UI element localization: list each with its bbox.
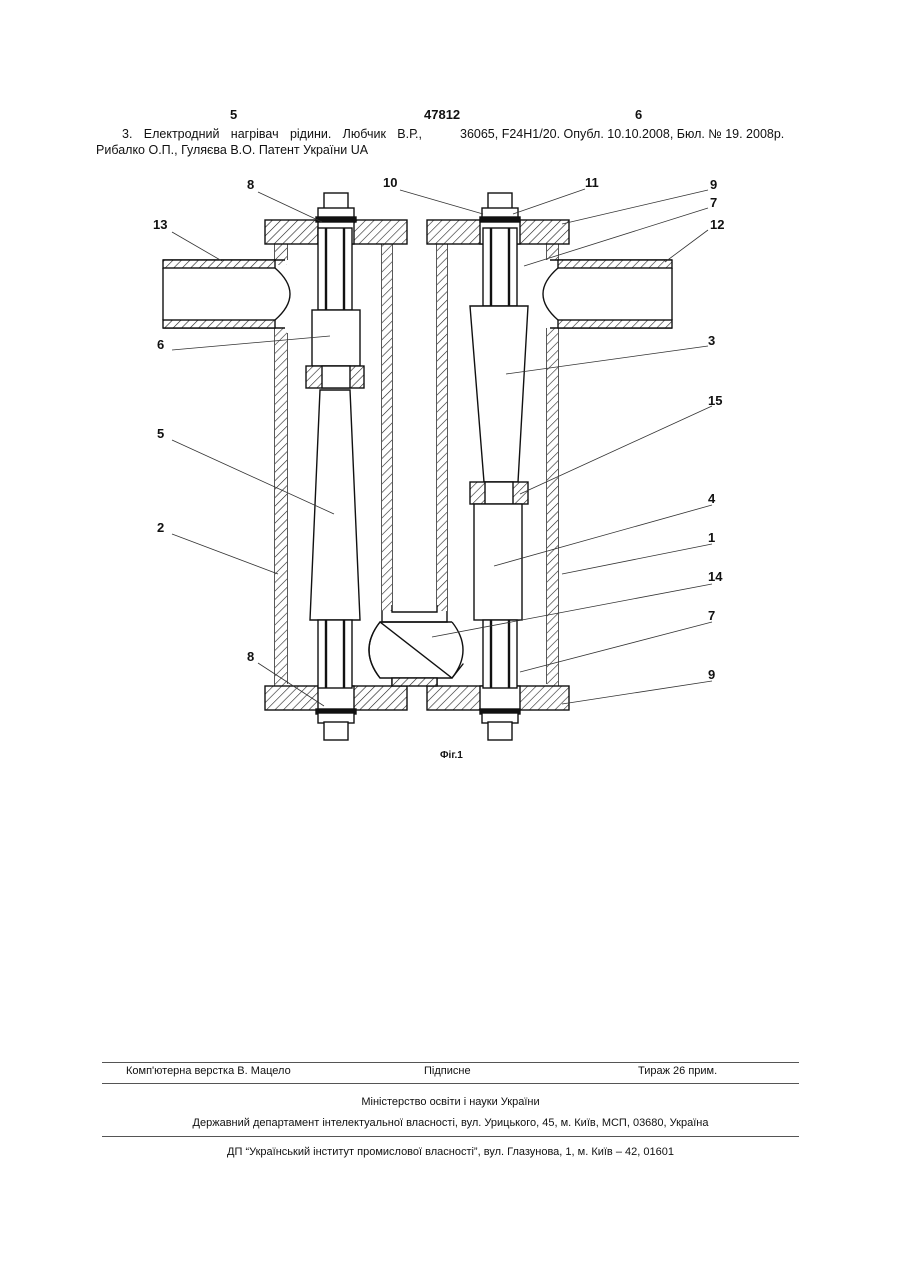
outlet-pipe — [543, 260, 672, 328]
heater-diagram: 8 10 11 9 7 13 12 6 3 15 5 4 2 1 14 7 8 … — [0, 160, 900, 780]
label-9-top: 9 — [710, 177, 717, 192]
label-2: 2 — [157, 520, 164, 535]
label-10: 10 — [383, 175, 397, 190]
footer-rule-2 — [102, 1083, 799, 1084]
figure-caption: Фіг.1 — [440, 750, 463, 761]
inlet-pipe — [163, 260, 290, 328]
label-7-top: 7 — [710, 195, 717, 210]
label-9-bottom: 9 — [708, 667, 715, 682]
footer-rule-3 — [102, 1136, 799, 1137]
label-3: 3 — [708, 333, 715, 348]
label-8-top: 8 — [247, 177, 254, 192]
left-electrode — [306, 228, 364, 688]
label-11: 11 — [585, 175, 599, 190]
label-12: 12 — [710, 217, 724, 232]
page-number-left: 5 — [230, 107, 237, 122]
label-14: 14 — [708, 569, 723, 584]
right-electrode — [470, 228, 528, 688]
patent-number: 47812 — [424, 107, 460, 122]
label-8-bottom: 8 — [247, 649, 254, 664]
label-5: 5 — [157, 426, 164, 441]
footer-layout: Комп'ютерна верстка В. Мацело — [126, 1065, 291, 1077]
label-1: 1 — [708, 530, 715, 545]
label-15: 15 — [708, 393, 722, 408]
footer-department: Державний департамент інтелектуальної вл… — [102, 1117, 799, 1129]
label-6: 6 — [157, 337, 164, 352]
footer-signed: Підписне — [424, 1065, 471, 1077]
reference-left-column: 3. Електродний нагрівач рідини. Любчик В… — [96, 126, 422, 158]
label-7-bottom: 7 — [708, 608, 715, 623]
page-number-right: 6 — [635, 107, 642, 122]
connecting-channel — [369, 605, 463, 686]
footer-rule-1 — [102, 1062, 799, 1063]
label-13: 13 — [153, 217, 167, 232]
footer-ministry: Міністерство освіти і науки України — [102, 1096, 799, 1108]
label-4: 4 — [708, 491, 716, 506]
footer-institute: ДП “Український інститут промислової вла… — [102, 1146, 799, 1158]
footer-circulation: Тираж 26 прим. — [638, 1065, 717, 1077]
reference-right-column: 36065, F24H1/20. Опубл. 10.10.2008, Бюл.… — [460, 126, 786, 142]
